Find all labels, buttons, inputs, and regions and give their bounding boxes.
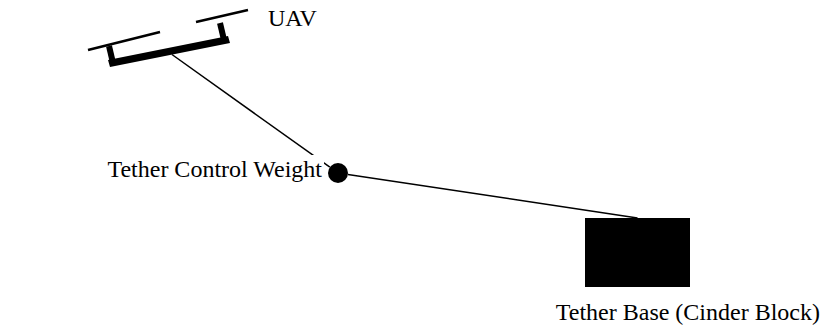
tether-line xyxy=(348,174,638,218)
weight-ball xyxy=(328,163,348,183)
uav-drawing xyxy=(85,8,250,70)
part-label: Tether Base (Cinder Block) xyxy=(554,298,822,326)
part-label: UAV xyxy=(266,4,319,32)
part-label: Tether Control Weight xyxy=(105,155,324,183)
uav-drone: UAV xyxy=(85,8,250,70)
tether-base-block: Tether Base (Cinder Block) xyxy=(585,218,690,287)
tether-control-weight: Tether Control Weight xyxy=(328,163,348,183)
tether-line xyxy=(172,55,330,168)
